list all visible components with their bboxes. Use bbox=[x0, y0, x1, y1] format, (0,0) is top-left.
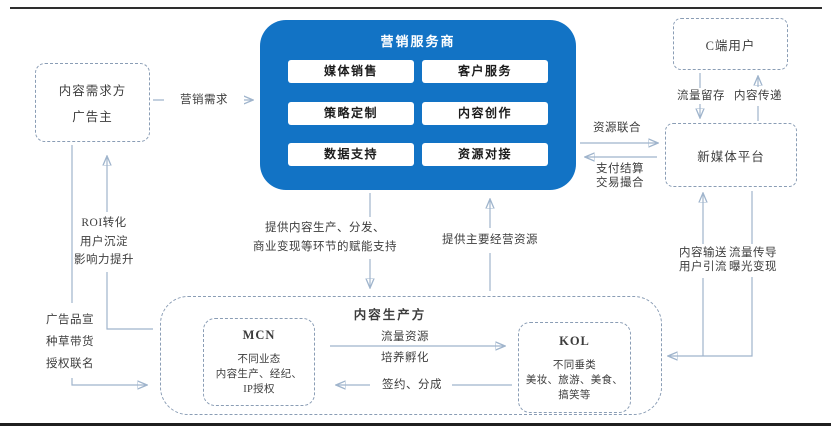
producer-title: 内容生产方 bbox=[353, 308, 427, 322]
roi-line1: ROI转化 bbox=[81, 217, 127, 229]
c-user-title: C端用户 bbox=[705, 38, 756, 53]
service-content-creation: 内容创作 bbox=[422, 102, 548, 125]
demand-line1: 内容需求方 bbox=[58, 84, 127, 98]
top-divider bbox=[10, 7, 822, 9]
service-data-support: 数据支持 bbox=[288, 143, 414, 166]
label-main-resources: 提供主要经营资源 bbox=[442, 234, 538, 246]
service-strategy-custom: 策略定制 bbox=[288, 102, 414, 125]
traffic-conduct-line2: 曝光变现 bbox=[729, 261, 777, 273]
settlement-line2: 交易撮合 bbox=[596, 176, 644, 189]
kol-title: KOL bbox=[559, 334, 590, 348]
kol-line2: 美妆、旅游、美食、 bbox=[525, 375, 624, 386]
enable-support-line1: 提供内容生产、分发、 bbox=[265, 222, 385, 234]
label-roi: ROI转化 用户沉淀 影响力提升 bbox=[70, 214, 138, 270]
label-signing: 签约、分成 bbox=[382, 379, 442, 391]
content-feed-line1: 内容输送 bbox=[679, 247, 727, 259]
kol-line3: 搞笑等 bbox=[558, 390, 591, 401]
node-marketing-service-provider: 营销服务商 媒体销售 客户服务 策略定制 内容创作 数据支持 资源对接 bbox=[260, 20, 576, 190]
label-enable-support: 提供内容生产、分发、 商业变现等环节的赋能支持 bbox=[225, 219, 425, 257]
node-c-end-user: C端用户 bbox=[673, 18, 788, 70]
label-resource-union: 资源联合 bbox=[593, 122, 641, 134]
bottom-divider bbox=[0, 423, 831, 426]
edge-ad-branding-lower bbox=[71, 378, 146, 385]
roi-line2: 用户沉淀 bbox=[80, 235, 128, 248]
label-content-feed: 内容输送 用户引流 bbox=[672, 246, 734, 274]
mcn-line3: IP授权 bbox=[243, 384, 275, 395]
traffic-conduct-line1: 流量传导 bbox=[729, 247, 777, 259]
service-customer-service: 客户服务 bbox=[422, 60, 548, 83]
content-feed-line2: 用户引流 bbox=[679, 261, 727, 273]
label-traffic-resource-bottom: 培养孵化 bbox=[381, 352, 429, 364]
kol-line1: 不同垂类 bbox=[552, 360, 597, 371]
mcn-line1: 不同业态 bbox=[237, 354, 281, 365]
edge-roi-lower bbox=[106, 272, 153, 330]
node-mcn: MCN 不同业态 内容生产、经纪、 IP授权 bbox=[203, 318, 315, 406]
node-content-demander: 内容需求方 广告主 bbox=[35, 63, 150, 142]
enable-support-line2: 商业变现等环节的赋能支持 bbox=[253, 241, 397, 253]
mcn-title: MCN bbox=[242, 328, 276, 342]
label-traffic-retention: 流量留存 bbox=[677, 90, 725, 102]
edge-traffic-conduct-lower bbox=[669, 277, 753, 356]
service-media-sales: 媒体销售 bbox=[288, 60, 414, 83]
node-kol: KOL 不同垂类 美妆、旅游、美食、 搞笑等 bbox=[518, 322, 631, 413]
roi-line3: 影响力提升 bbox=[74, 254, 134, 266]
mcn-line2: 内容生产、经纪、 bbox=[215, 369, 303, 380]
platform-title: 新媒体平台 bbox=[697, 149, 765, 164]
label-traffic-conduct: 流量传导 曝光变现 bbox=[722, 246, 784, 274]
service-resource-connect: 资源对接 bbox=[422, 143, 548, 166]
ad-branding-line3: 授权联名 bbox=[46, 358, 94, 370]
node-new-media-platform: 新媒体平台 bbox=[665, 123, 797, 187]
provider-title: 营销服务商 bbox=[380, 34, 456, 49]
demand-line2: 广告主 bbox=[72, 110, 113, 124]
label-marketing-demand: 营销需求 bbox=[164, 93, 244, 107]
ad-branding-line1: 广告品宣 bbox=[46, 314, 94, 326]
label-content-delivery: 内容传递 bbox=[734, 90, 782, 102]
label-ad-branding: 广告品宣 种草带货 授权联名 bbox=[38, 309, 102, 375]
ad-branding-line2: 种草带货 bbox=[46, 336, 94, 348]
settlement-line1: 支付结算 bbox=[596, 163, 644, 175]
node-content-producer bbox=[160, 296, 662, 415]
label-settlement: 支付结算 交易撮合 bbox=[586, 163, 654, 190]
label-traffic-resource-top: 流量资源 bbox=[381, 331, 429, 343]
